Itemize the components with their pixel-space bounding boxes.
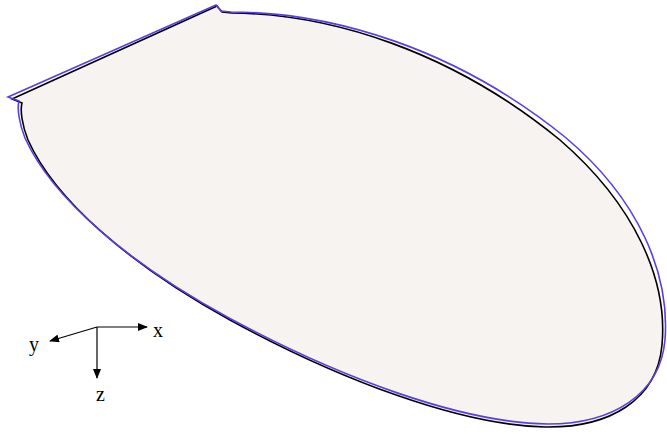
axis-triad [50,327,147,378]
axis-label: x [153,320,163,340]
axis-label: y [29,334,39,354]
seat-outline-deformed [8,5,666,424]
seat-shape [12,6,663,427]
axis-label: z [96,384,105,404]
